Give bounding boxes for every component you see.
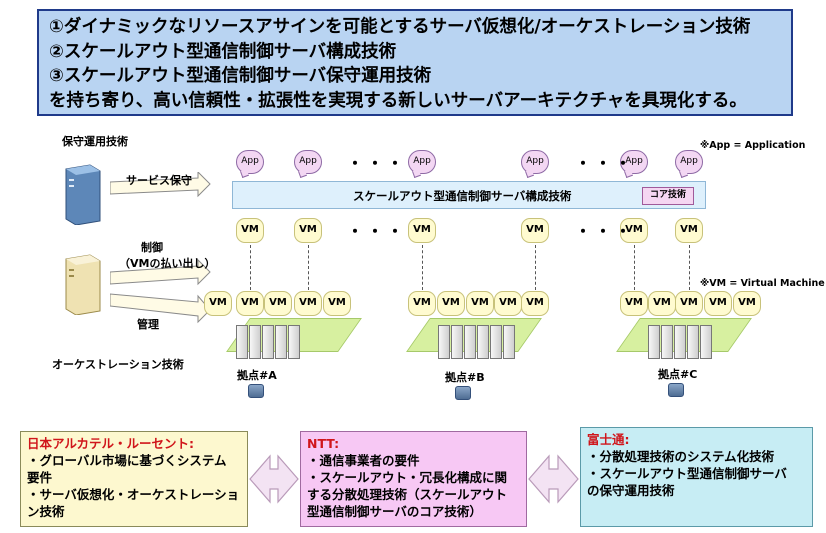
alcatel-line: ・グローバル市場に基づくシステム xyxy=(27,453,227,468)
app-note: ※App = Application xyxy=(700,140,806,151)
core-tag: コア技術 xyxy=(642,187,694,205)
fujitsu-line: ・分散処理技術のシステム化技術 xyxy=(587,449,775,464)
core-bar-title: スケールアウト型通信制御サーバ構成技術 xyxy=(353,189,572,203)
site-label-a: 拠点#A xyxy=(237,369,277,382)
vm-box: VM xyxy=(675,291,703,316)
vm-box: VM xyxy=(466,291,494,316)
site-label-b: 拠点#B xyxy=(445,371,485,384)
fujitsu-line: の保守運用技術 xyxy=(587,483,675,498)
service-maintenance-label: サービス保守 xyxy=(126,174,192,187)
storage-icon xyxy=(455,386,471,400)
orchestration-server-icon xyxy=(65,254,101,315)
vm-box: VM xyxy=(294,218,322,243)
alcatel-line: ・サーバ仮想化・オーケストレーショ xyxy=(27,487,240,502)
alcatel-title: 日本アルカテル・ルーセント: xyxy=(27,436,194,451)
header-line-1: ①ダイナミックなリソースアサインを可能とするサーバ仮想化/オーケストレーション技… xyxy=(49,17,751,37)
server-rack-c xyxy=(648,325,713,363)
management-label: 管理 xyxy=(137,318,159,331)
vm-box: VM xyxy=(408,218,436,243)
vm-box: VM xyxy=(733,291,761,316)
double-arrow-left xyxy=(249,454,299,504)
core-tech-bar: スケールアウト型通信制御サーバ構成技術 コア技術 xyxy=(232,181,706,209)
vm-box: VM xyxy=(236,218,264,243)
double-arrow-right xyxy=(528,454,579,504)
vm-box: VM xyxy=(648,291,676,316)
vm-link-line xyxy=(308,245,309,290)
ntt-line: ・スケールアウト・冗長化構成に関 xyxy=(307,470,508,485)
header-line-4: を持ち寄り、高い信頼性・拡張性を実現する新しいサーバアーキテクチャを具現化する。 xyxy=(49,90,747,111)
header-line-2: ②スケールアウト型通信制御サーバ構成技術 xyxy=(49,41,397,62)
vm-box: VM xyxy=(204,291,232,316)
ntt-line: 型通信制御サーバのコア技術） xyxy=(307,504,482,519)
ellipsis: ・・・ xyxy=(575,154,636,173)
vm-box: VM xyxy=(437,291,465,316)
vm-box: VM xyxy=(408,291,436,316)
vm-box: VM xyxy=(620,291,648,316)
flow-arrows xyxy=(110,172,211,324)
app-bubble: App xyxy=(620,150,648,174)
vm-link-line xyxy=(634,245,635,290)
alcatel-line: 要件 xyxy=(27,470,53,485)
maintenance-server-icon xyxy=(65,164,101,225)
control-label: 制御 xyxy=(141,241,163,254)
storage-icon xyxy=(248,384,264,398)
alcatel-line: ン技術 xyxy=(27,504,65,519)
vm-link-line xyxy=(250,245,251,290)
vm-link-line xyxy=(535,245,536,290)
header-line-3: ③スケールアウト型通信制御サーバ保守運用技術 xyxy=(49,66,432,86)
vm-note: ※VM = Virtual Machine xyxy=(700,278,825,289)
storage-icon xyxy=(668,383,684,397)
fujitsu-title: 富士通: xyxy=(587,432,630,447)
vm-box: VM xyxy=(494,291,522,316)
fujitsu-line: ・スケールアウト型通信制御サーバ xyxy=(587,466,787,481)
app-bubble: App xyxy=(521,150,549,174)
app-bubble: App xyxy=(408,150,436,174)
maintenance-label: 保守運用技術 xyxy=(62,135,128,148)
vm-box: VM xyxy=(264,291,292,316)
vm-link-line xyxy=(422,245,423,290)
ellipsis: ・・・ xyxy=(347,154,408,173)
app-bubble: App xyxy=(675,150,703,174)
app-bubble: App xyxy=(294,150,322,174)
ntt-line: ・通信事業者の要件 xyxy=(307,453,420,468)
ntt-line: する分散処理技術（スケールアウト xyxy=(307,487,508,502)
site-label-c: 拠点#C xyxy=(658,368,698,381)
ellipsis: ・・・ xyxy=(575,222,636,241)
vm-box: VM xyxy=(323,291,351,316)
partner-fujitsu: 富士通: ・分散処理技術のシステム化技術 ・スケールアウト型通信制御サーバ の保… xyxy=(580,427,813,527)
server-rack-a xyxy=(236,325,301,363)
vm-box: VM xyxy=(294,291,322,316)
header-banner: ①ダイナミックなリソースアサインを可能とするサーバ仮想化/オーケストレーション技… xyxy=(37,9,793,116)
ntt-title: NTT: xyxy=(307,436,340,451)
orchestration-label: オーケストレーション技術 xyxy=(52,358,184,371)
vm-link-line xyxy=(689,245,690,290)
vm-box: VM xyxy=(521,218,549,243)
vm-box: VM xyxy=(675,218,703,243)
control-sub-label: （VMの払い出し） xyxy=(119,257,216,270)
vm-box: VM xyxy=(521,291,549,316)
app-bubble: App xyxy=(236,150,264,174)
ellipsis: ・・・ xyxy=(347,222,408,241)
vm-box: VM xyxy=(704,291,732,316)
server-rack-b xyxy=(438,325,516,363)
vm-box: VM xyxy=(236,291,264,316)
partner-alcatel: 日本アルカテル・ルーセント: ・グローバル市場に基づくシステム 要件 ・サーバ仮… xyxy=(20,431,248,527)
partner-ntt: NTT: ・通信事業者の要件 ・スケールアウト・冗長化構成に関 する分散処理技術… xyxy=(300,431,527,527)
vm-box: VM xyxy=(620,218,648,243)
